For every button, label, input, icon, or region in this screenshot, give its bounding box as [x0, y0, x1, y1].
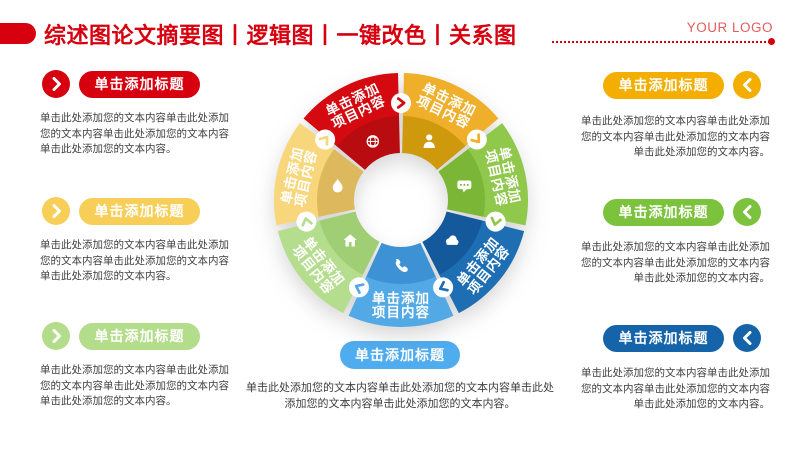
donut-inner-ring-light-blue [366, 242, 436, 284]
drop-icon [332, 178, 343, 193]
title-placeholder-button[interactable]: 单击添加标题 [603, 324, 724, 352]
title-placeholder-button[interactable]: 单击添加标题 [79, 197, 200, 225]
donut-segment-red[interactable] [303, 73, 400, 147]
body-text-placeholder[interactable]: 单击此处添加您的文本内容单击此处添加您的文本内容单击此处添加您的文本内容单击此处… [581, 367, 770, 410]
chevron-left-icon [733, 324, 761, 352]
left-item-2: 单击添加标题 [42, 197, 200, 225]
title-placeholder-button[interactable]: 单击添加标题 [79, 70, 200, 98]
header-dotted-line [552, 41, 770, 43]
right-item-2: 单击添加标题 [603, 198, 761, 226]
donut-segment-light-blue[interactable] [348, 275, 454, 327]
donut-segment-dark-blue[interactable] [438, 220, 525, 314]
phone-icon [395, 259, 408, 273]
svg-text:单击添加: 单击添加 [372, 290, 430, 306]
svg-text:项目内容: 项目内容 [372, 304, 430, 320]
chevron-badge [296, 211, 317, 232]
header-dot-end [768, 38, 775, 45]
right-item-1: 单击添加标题 [603, 71, 761, 99]
title-placeholder-button[interactable]: 单击添加标题 [603, 71, 724, 99]
donut-segment-gold[interactable] [402, 73, 499, 147]
header-accent-bar [0, 23, 36, 44]
chevron-right-icon [42, 70, 70, 98]
left-item-3: 单击添加标题 [42, 322, 200, 350]
body-text-placeholder[interactable]: 单击此处添加您的文本内容单击此处添加您的文本内容单击此处添加您的文本内容单击此处… [581, 115, 770, 158]
home-icon [343, 234, 357, 247]
globe-icon [366, 135, 380, 148]
title-placeholder-button[interactable]: 单击添加标题 [340, 341, 460, 369]
donut-inner-ring-gold [402, 116, 466, 170]
chevron-badge [433, 277, 454, 298]
chevron-left-icon [733, 71, 761, 99]
right-item-3: 单击添加标题 [603, 324, 761, 352]
title-placeholder-button[interactable]: 单击添加标题 [603, 198, 724, 226]
left-item-1: 单击添加标题 [42, 70, 200, 98]
body-text-placeholder[interactable]: 单击此处添加您的文本内容单击此处添加您的文本内容单击此处添加您的文本内容单击此处… [40, 239, 229, 282]
page-title: 综述图论文摘要图丨逻辑图丨一键改色丨关系图 [44, 23, 517, 48]
donut-segment-light-yellow[interactable] [274, 123, 335, 226]
donut-inner-ring-red [336, 116, 400, 170]
body-text-placeholder[interactable]: 单击此处添加您的文本内容单击此处添加您的文本内容单击此处添加您的文本内容单击此处… [40, 364, 229, 407]
body-text-placeholder[interactable]: 单击此处添加您的文本内容单击此处添加您的文本内容单击此处添加您的文本内容单击此处… [246, 382, 554, 410]
donut-segment-light-green[interactable] [277, 220, 364, 314]
chevron-badge [315, 129, 336, 150]
person-icon [423, 134, 435, 149]
title-placeholder-button[interactable]: 单击添加标题 [79, 322, 200, 350]
donut-diagram: 单击添加项目内容单击添加项目内容单击添加项目内容单击添加项目内容单击添加项目内容… [274, 73, 528, 327]
body-text-placeholder[interactable]: 单击此处添加您的文本内容单击此处添加您的文本内容单击此处添加您的文本内容单击此处… [581, 241, 770, 284]
cloud-icon [445, 235, 459, 245]
chevron-badge [466, 129, 487, 150]
donut-segment-green[interactable] [467, 123, 528, 226]
body-text-placeholder[interactable]: 单击此处添加您的文本内容单击此处添加您的文本内容单击此处添加您的文本内容单击此处… [40, 112, 229, 155]
chevron-right-icon [42, 197, 70, 225]
chevron-right-icon [42, 322, 70, 350]
chat-icon [457, 180, 472, 193]
logo-text: YOUR LOGO [686, 20, 773, 35]
chevron-left-icon [733, 198, 761, 226]
bottom-item: 单击添加标题 [340, 341, 460, 369]
chevron-badge [391, 93, 411, 113]
chevron-badge [485, 211, 506, 232]
chevron-badge [348, 277, 369, 298]
